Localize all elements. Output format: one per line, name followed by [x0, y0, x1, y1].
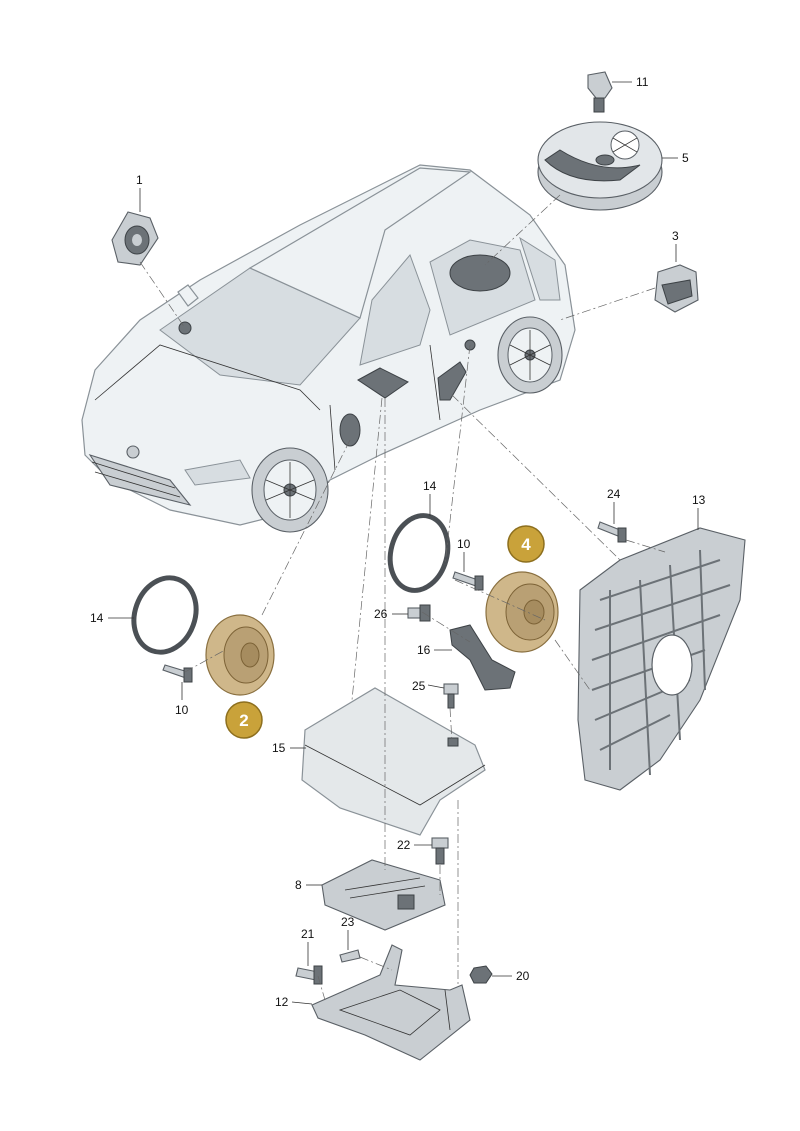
- callout-3: 3: [672, 229, 679, 243]
- seat-amplifier-location: [357, 367, 409, 399]
- badge-4[interactable]: 4: [507, 525, 545, 563]
- badge-4-circle: [507, 525, 545, 563]
- callout-11: 11: [636, 75, 649, 89]
- spare-wheel-speaker-location: [449, 254, 511, 292]
- screw-part-23: [339, 949, 361, 963]
- amplifier-part: [321, 859, 446, 931]
- callout-26: 26: [374, 607, 388, 621]
- callout-14-upper: 14: [423, 479, 437, 493]
- amplifier-cover-part: [301, 687, 486, 836]
- callout-24: 24: [607, 487, 621, 501]
- tweeter-location: [178, 321, 192, 335]
- badge-4-label: 4: [521, 535, 531, 554]
- clip-part-26: [407, 604, 431, 622]
- rear-wheel: [497, 316, 563, 394]
- screw-part-10-upper: [452, 571, 484, 591]
- clip-part-21: [295, 965, 323, 985]
- callout-numbers: 1 11 5 3 14 13 24 10 26 16 25 14 10 15 2…: [90, 75, 706, 1009]
- leader-lines: [108, 81, 699, 1005]
- front-wheel: [251, 447, 329, 533]
- callout-25: 25: [412, 679, 426, 693]
- nut-part-20: [469, 965, 493, 984]
- callout-12: 12: [275, 995, 289, 1009]
- sealing-ring-upper: [387, 513, 451, 593]
- badge-2-label: 2: [239, 711, 248, 730]
- car-illustration: [81, 164, 576, 533]
- rear-door-speaker-part: [485, 571, 559, 653]
- screw-part-25: [443, 683, 459, 709]
- door-panel-part: [577, 527, 746, 791]
- callout-16: 16: [417, 643, 431, 657]
- callout-22: 22: [397, 838, 411, 852]
- assembly-lines: [139, 194, 666, 1001]
- rear-door-speaker-location: [437, 361, 467, 401]
- callout-10-upper: 10: [457, 537, 471, 551]
- callout-23: 23: [341, 915, 355, 929]
- callout-21: 21: [301, 927, 315, 941]
- screw-part-10-lower: [162, 664, 193, 683]
- tweeter-speaker-part: [111, 211, 159, 266]
- screw-part-22: [431, 837, 449, 865]
- callout-5: 5: [682, 151, 689, 165]
- badge-2-circle: [225, 701, 263, 739]
- callout-14-lower: 14: [90, 611, 104, 625]
- front-door-speaker-part: [205, 614, 275, 696]
- callout-15: 15: [272, 741, 286, 755]
- bracket-part-16: [449, 624, 516, 691]
- badge-2[interactable]: 2: [225, 701, 263, 739]
- wheel-bolt-part: [587, 71, 613, 113]
- front-door-speaker-location: [339, 413, 361, 447]
- mounting-bracket-part: [311, 944, 471, 1061]
- callout-1: 1: [136, 173, 143, 187]
- sealing-ring-lower: [131, 575, 199, 655]
- rear-tweeter-part: [654, 264, 699, 313]
- callout-8: 8: [295, 878, 302, 892]
- callout-10-lower: 10: [175, 703, 189, 717]
- subwoofer-part: [537, 121, 663, 211]
- clip-part-24: [597, 521, 627, 543]
- callout-13: 13: [692, 493, 706, 507]
- callout-20: 20: [516, 969, 530, 983]
